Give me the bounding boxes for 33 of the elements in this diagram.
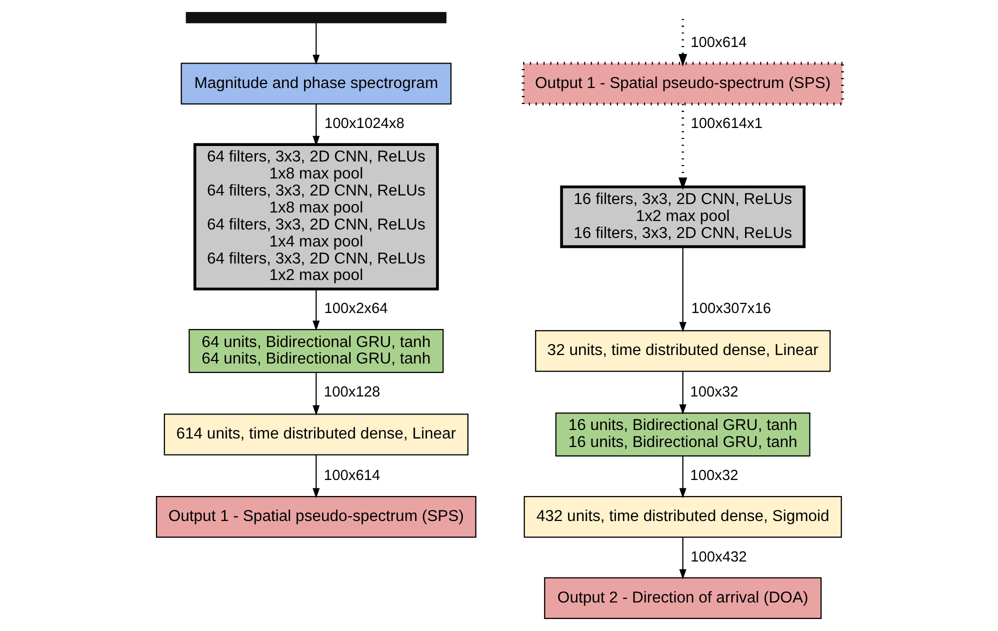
arrow [678,456,686,498]
arrow [678,538,686,580]
arrow [312,455,320,498]
edge-label: 100x614 [690,34,746,51]
node-bar [185,12,446,24]
node-box: Output 1 - Spatial pseudo-spectrum (SPS) [521,62,844,106]
node-box: 32 units, time distributed dense, Linear [534,330,830,372]
node-box: 16 units, Bidirectional GRU, tanh 16 units, Bidirectional GRU, tanh [554,412,810,457]
arrow [312,22,320,65]
edge-label: 100x614x1 [690,116,762,132]
node-box: 64 filters, 3x3, 2D CNN, ReLUs 1x8 max pool 64 filters, 3x3, 2D CNN, ReLUs 1x8 max pool 64 filters, 3x3, 2D CNN, ReLUs 1x4 max pool 64 filters, 3x3, 2D CNN, ReLUs 1x2 max pool [192,143,438,290]
node-box: Magnitude and phase spectrogram [180,62,452,105]
edge-label: 100x1024x8 [324,116,404,132]
arrow [312,372,320,416]
edge-label: 100x432 [690,549,746,566]
arrow [678,104,687,190]
arrow [678,246,686,332]
edge-label: 100x307x16 [690,301,771,318]
node-box: Output 2 - Direction of arrival (DOA) [544,577,822,619]
node-box: 16 filters, 3x3, 2D CNN, ReLUs 1x2 max pool 16 filters, 3x3, 2D CNN, ReLUs [560,185,806,248]
arrow [312,104,320,146]
arrow [678,18,687,66]
node-box: 64 units, Bidirectional GRU, tanh 64 units, Bidirectional GRU, tanh [188,329,444,374]
edge-label: 100x32 [690,384,738,401]
edge-label: 100x2x64 [324,301,388,318]
node-box: 614 units, time distributed dense, Linear [163,414,468,456]
edge-label: 100x614 [323,468,380,484]
node-box: 432 units, time distributed dense, Sigmoid [523,496,842,538]
arrow [678,371,686,415]
edge-label: 100x32 [690,468,738,484]
edge-label: 100x128 [323,384,380,401]
arrow [312,289,320,331]
node-box: Output 1 - Spatial pseudo-spectrum (SPS) [155,496,476,538]
